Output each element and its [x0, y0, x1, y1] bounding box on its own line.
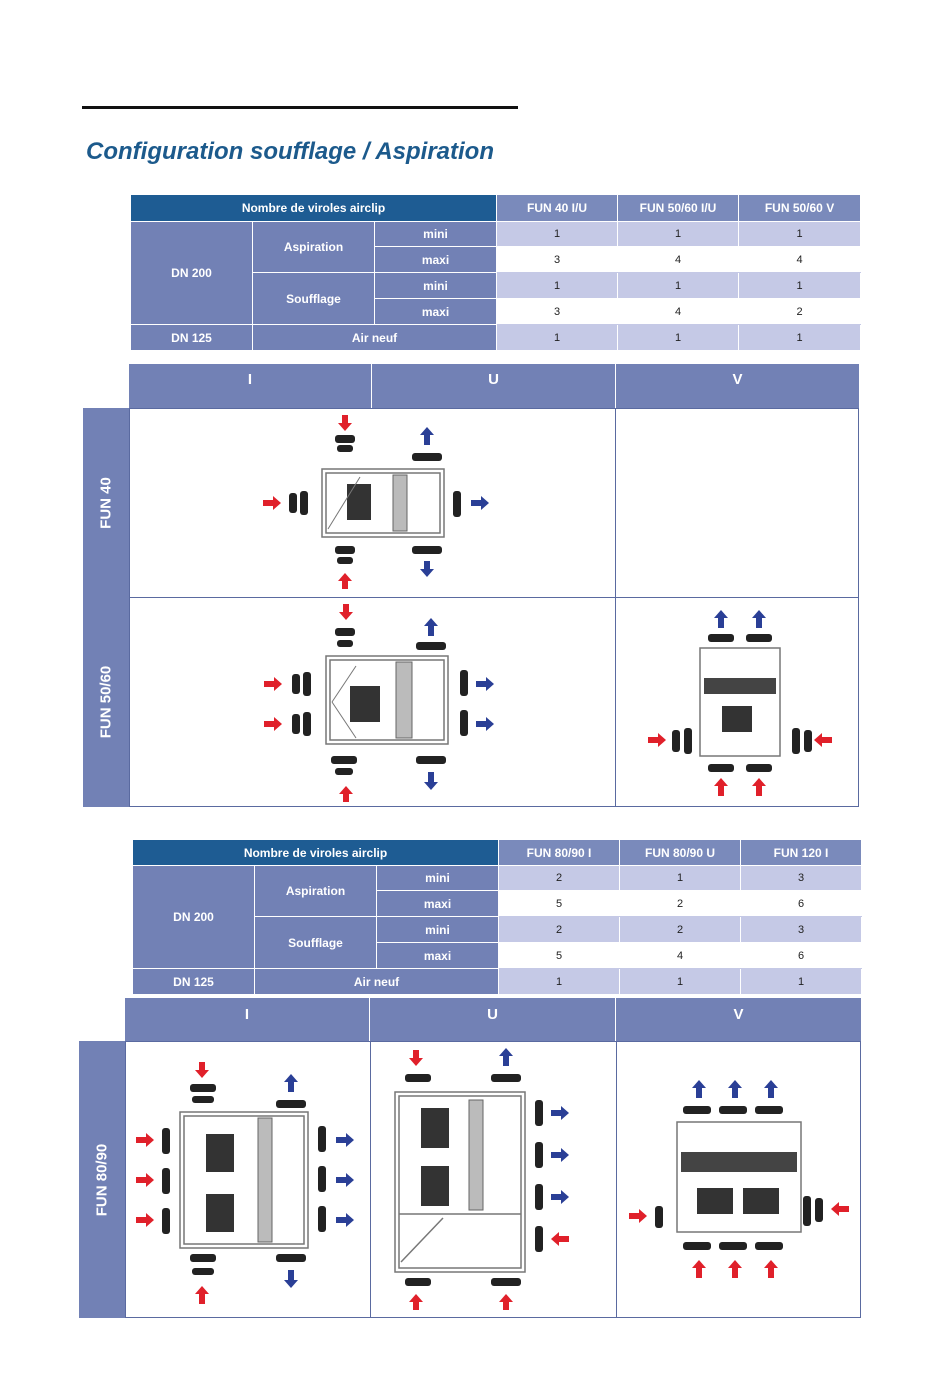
- unit-diagram: [263, 415, 489, 589]
- air-neuf-label: Air neuf: [251, 324, 498, 351]
- viroles-table-2: Nombre de viroles airclip FUN 80/90 I FU…: [131, 839, 863, 995]
- table-cell: 6: [740, 942, 863, 969]
- table-cell: 3: [496, 298, 619, 325]
- table-cell: 1: [738, 272, 862, 299]
- grid1-row-fun5060: FUN 50/60: [83, 597, 129, 807]
- diagram-fun8090-U: [370, 1041, 617, 1318]
- table-header: Nombre de viroles airclip: [129, 194, 498, 222]
- grid2-col-V: V: [616, 998, 861, 1041]
- table-cell: 1: [496, 272, 619, 299]
- table-cell: 4: [619, 942, 742, 969]
- col-header: FUN 50/60 I/U: [617, 194, 740, 222]
- table-cell: 2: [498, 865, 621, 891]
- col-header: FUN 80/90 I: [498, 839, 621, 866]
- top-rule: [82, 106, 518, 109]
- table-cell: 4: [738, 246, 862, 273]
- col-header: FUN 120 I: [740, 839, 863, 866]
- viroles-table-1: Nombre de viroles airclip FUN 40 I/U FUN…: [129, 194, 862, 351]
- air-neuf-label: Air neuf: [253, 968, 500, 995]
- table-cell: 1: [738, 324, 862, 351]
- page-title: Configuration soufflage / Aspiration: [86, 138, 494, 165]
- table-cell: 2: [738, 298, 862, 325]
- table-cell: 1: [617, 324, 740, 351]
- table-cell: 1: [496, 324, 619, 351]
- table-cell: 3: [496, 246, 619, 273]
- mini-label: mini: [373, 272, 498, 299]
- maxi-label: maxi: [373, 298, 498, 325]
- col-header: FUN 40 I/U: [496, 194, 619, 222]
- dn125-label: DN 125: [130, 324, 253, 351]
- unit-diagram: [394, 1048, 569, 1310]
- diagram-fun5060-IU: [129, 597, 616, 807]
- dn200-label: DN 200: [130, 221, 253, 325]
- table-cell: 4: [617, 246, 740, 273]
- table-cell: 1: [617, 272, 740, 299]
- table-cell: 6: [740, 890, 863, 917]
- maxi-label: maxi: [373, 246, 498, 273]
- maxi-label: maxi: [375, 942, 500, 969]
- table-cell: 1: [619, 865, 742, 891]
- mini-label: mini: [373, 221, 498, 247]
- table-cell: 5: [498, 890, 621, 917]
- dn125-label: DN 125: [132, 968, 255, 995]
- grid2-col-I: I: [125, 998, 370, 1041]
- diagram-fun40-IU: [129, 408, 616, 598]
- unit-diagram: [629, 1080, 849, 1278]
- diagram-fun40-V: [615, 408, 859, 598]
- mini-label: mini: [375, 865, 500, 891]
- soufflage-label: Soufflage: [254, 916, 377, 969]
- unit-diagram: [264, 604, 494, 802]
- table-cell: 1: [619, 968, 742, 995]
- table-cell: 4: [617, 298, 740, 325]
- table-cell: 2: [619, 890, 742, 917]
- table-cell: 1: [496, 221, 619, 247]
- dn200-label: DN 200: [132, 865, 255, 969]
- col-header: FUN 50/60 V: [738, 194, 862, 222]
- mini-label: mini: [375, 916, 500, 943]
- grid1-col-I: I: [129, 364, 372, 408]
- grid1-col-U: U: [372, 364, 616, 408]
- col-header: FUN 80/90 U: [619, 839, 742, 866]
- table-cell: 1: [617, 221, 740, 247]
- maxi-label: maxi: [375, 890, 500, 917]
- grid2-col-U: U: [370, 998, 616, 1041]
- table-cell: 1: [738, 221, 862, 247]
- aspiration-label: Aspiration: [254, 865, 377, 917]
- diagram-fun8090-I: [125, 1041, 371, 1318]
- aspiration-label: Aspiration: [252, 221, 375, 273]
- table-cell: 5: [498, 942, 621, 969]
- grid1-col-V: V: [616, 364, 859, 408]
- table-cell: 3: [740, 916, 863, 943]
- diagram-fun8090-V: [616, 1041, 861, 1318]
- table-cell: 1: [498, 968, 621, 995]
- table-cell: 2: [498, 916, 621, 943]
- table-cell: 1: [740, 968, 863, 995]
- grid1-row-fun40: FUN 40: [83, 408, 129, 597]
- diagram-fun5060-V: [615, 597, 859, 807]
- grid2-row-fun8090: FUN 80/90: [79, 1041, 125, 1318]
- table-cell: 2: [619, 916, 742, 943]
- unit-diagram: [136, 1062, 354, 1304]
- soufflage-label: Soufflage: [252, 272, 375, 325]
- unit-diagram: [648, 610, 832, 796]
- table-header: Nombre de viroles airclip: [131, 839, 500, 866]
- table-cell: 3: [740, 865, 863, 891]
